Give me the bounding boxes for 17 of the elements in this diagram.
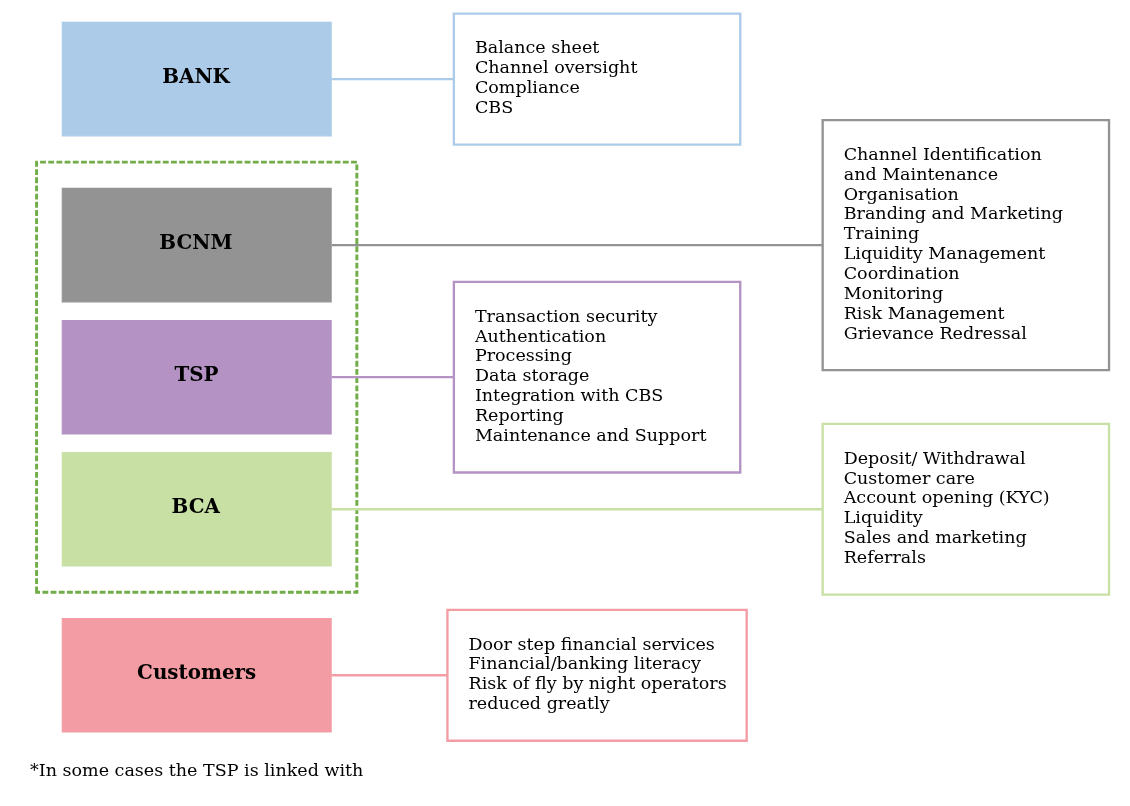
- connector: [331, 77, 454, 80]
- connector: [330, 243, 823, 246]
- node-box: Channel Identification and Maintenance Organisation Branding and Marketing Training Liquidity Management Coordination Monitoring Risk Management Grievance Redressal: [821, 118, 1110, 371]
- node-box: Transaction security Authentication Processing Data storage Integration with CBS Reporting Maintenance and Support: [452, 280, 741, 474]
- node-box: Deposit/ Withdrawal Customer care Account opening (KYC) Liquidity Sales and marketing Referrals: [821, 422, 1110, 596]
- connector: [330, 507, 823, 510]
- connector: [331, 375, 454, 378]
- connector: [331, 673, 447, 676]
- label: *In some cases the TSP is linked with: [29, 759, 363, 780]
- node-box: BANK: [61, 21, 332, 136]
- node-box: Balance sheet Channel oversight Compliance CBS: [452, 12, 741, 146]
- node-box: BCNM: [61, 187, 332, 302]
- cluster: [34, 160, 358, 594]
- node-box: Customers: [61, 617, 332, 733]
- node-box: TSP: [61, 319, 332, 434]
- node-box: BCA: [61, 451, 332, 567]
- node-box: Door step financial services Financial/banking literacy Risk of fly by night operators reduced greatly: [445, 608, 748, 742]
